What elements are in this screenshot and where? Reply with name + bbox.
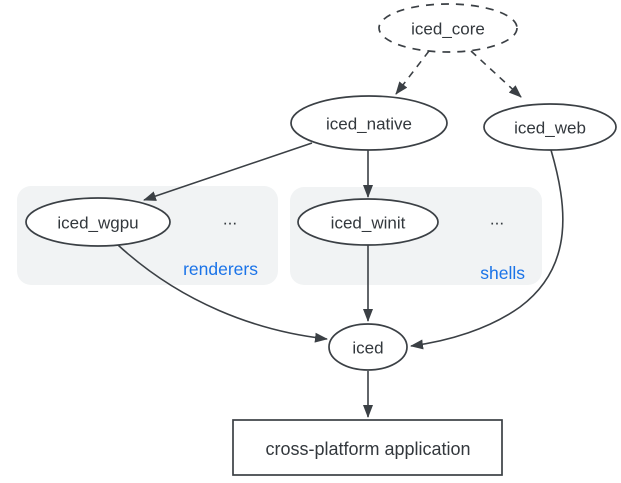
- node-iced_web-label: iced_web: [514, 119, 586, 138]
- node-iced_wgpu-label: iced_wgpu: [57, 214, 138, 233]
- node-iced_core: iced_core: [378, 3, 518, 53]
- edge-iced_core-to-iced_native: [395, 50, 430, 95]
- node-iced_winit-shape: [297, 198, 439, 246]
- edge-iced_wgpu-to-iced: [117, 244, 328, 343]
- node-iced_winit-label: iced_winit: [331, 214, 406, 233]
- group-renderers-label: renderers: [183, 259, 258, 279]
- node-iced_web: iced_web: [483, 103, 617, 151]
- node-application-shape: [232, 419, 503, 476]
- node-iced_native-shape: [290, 95, 448, 151]
- node-iced: iced: [328, 323, 408, 371]
- group-shells-ellipsis: ...: [490, 210, 504, 229]
- group-shells-label: shells: [480, 263, 525, 283]
- node-iced_wgpu: iced_wgpu: [25, 197, 171, 247]
- edge-iced_core-to-iced_web: [470, 50, 522, 98]
- node-iced_native: iced_native: [290, 95, 448, 151]
- node-iced_wgpu-shape: [25, 197, 171, 247]
- node-iced_web-shape: [483, 103, 617, 151]
- node-iced_winit: iced_winit: [297, 198, 439, 246]
- node-iced_core-label: iced_core: [411, 20, 485, 39]
- node-iced-label: iced: [352, 339, 383, 358]
- edge-iced_web-to-iced: [410, 149, 564, 350]
- edge-iced_native-to-iced_wgpu: [143, 142, 313, 201]
- node-application-label: cross-platform application: [265, 439, 470, 459]
- node-iced_core-shape: [378, 3, 518, 53]
- node-iced-shape: [328, 323, 408, 371]
- node-application: cross-platform application: [232, 419, 503, 476]
- group-renderers-ellipsis: ...: [223, 210, 237, 229]
- node-iced_native-label: iced_native: [326, 115, 412, 134]
